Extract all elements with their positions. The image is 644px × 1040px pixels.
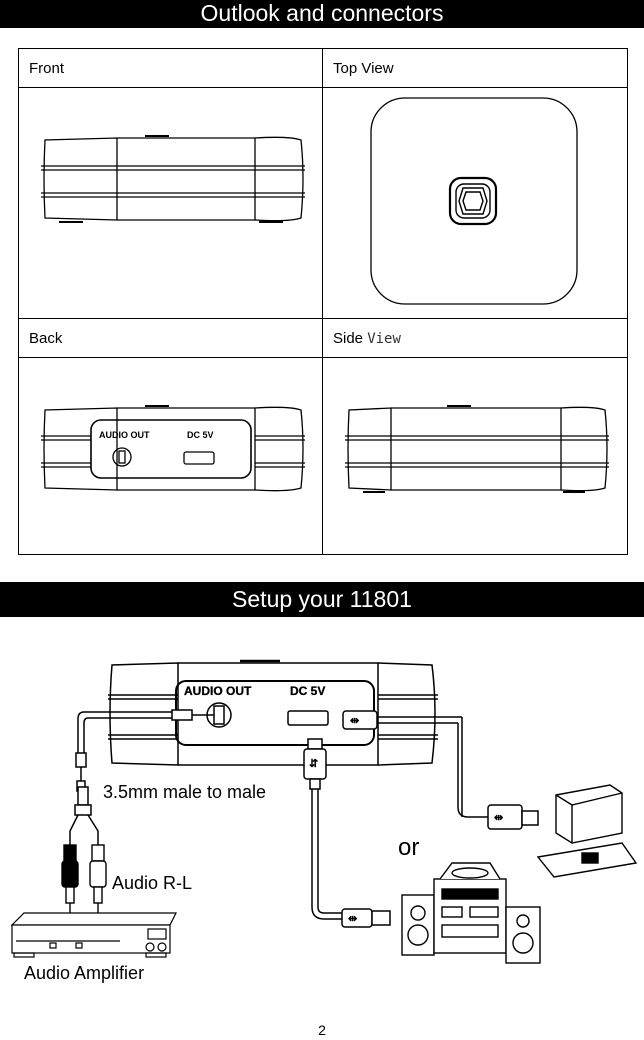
rca-label: Audio R-L — [112, 873, 192, 893]
aux-cable — [69, 709, 214, 845]
diagram-dc-label: DC 5V — [290, 684, 325, 698]
section-title-setup: Setup your 11801 — [0, 582, 644, 617]
back-view-drawing: AUDIO OUT DC 5V — [41, 405, 305, 492]
side-view-drawing — [345, 405, 609, 493]
page-number: 2 — [318, 1022, 326, 1038]
setup-diagram: AUDIO OUT DC 5V 3.5mm male to male Audio… — [10, 659, 638, 983]
side-view-suffix: View — [367, 330, 401, 347]
stereo-system-icon — [401, 862, 541, 964]
device-back — [108, 659, 438, 766]
side-view-label: Side View — [322, 318, 628, 358]
top-view-drawing — [370, 97, 578, 305]
svg-text:⇹: ⇹ — [350, 715, 359, 727]
back-label: Back — [18, 318, 323, 358]
front-view-drawing — [41, 135, 305, 223]
section-title-outlook: Outlook and connectors — [0, 0, 644, 28]
amplifier-icon — [10, 912, 177, 958]
top-view-cell — [322, 87, 628, 319]
svg-text:⇹: ⇹ — [348, 913, 357, 925]
front-view-cell — [18, 87, 323, 319]
or-label: or — [398, 834, 419, 861]
top-view-label: Top View — [322, 48, 628, 88]
usb-cable: ⇹ ⇹ ⇵ ⇹ — [303, 710, 539, 928]
svg-text:⇵: ⇵ — [309, 758, 318, 770]
back-view-cell: AUDIO OUT DC 5V — [18, 357, 323, 555]
svg-text:⇹: ⇹ — [494, 812, 503, 824]
power-adapter-icon — [536, 784, 638, 878]
views-table: Front Top View — [18, 48, 628, 555]
back-audio-out-label: AUDIO OUT — [99, 430, 150, 440]
rca-plugs — [61, 844, 107, 913]
front-label: Front — [18, 48, 323, 88]
diagram-audio-out-label: AUDIO OUT — [184, 684, 252, 698]
side-label: Side — [333, 329, 364, 347]
back-dc-label: DC 5V — [187, 430, 214, 440]
side-view-cell — [322, 357, 628, 555]
cable-label: 3.5mm male to male — [103, 782, 266, 802]
amplifier-label: Audio Amplifier — [24, 963, 144, 983]
